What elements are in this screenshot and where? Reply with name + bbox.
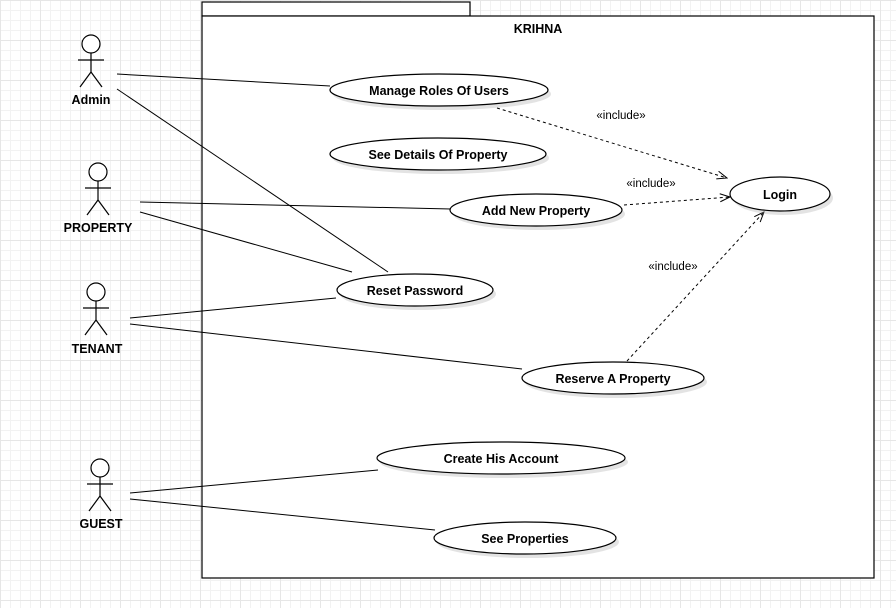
use-case-label: See Details Of Property: [369, 148, 508, 162]
actor-admin[interactable]: Admin: [72, 34, 111, 107]
include-label-reserve-property: «include»: [648, 261, 697, 273]
actor-tenant[interactable]: TENANT: [72, 282, 123, 356]
actor-guest[interactable]: GUEST: [79, 458, 123, 531]
use-case-label: Create His Account: [444, 452, 560, 466]
use-case-see-properties[interactable]: See Properties: [433, 521, 619, 558]
associations: [116, 73, 523, 531]
use-case-label: Manage Roles Of Users: [369, 84, 509, 98]
use-case-add-property[interactable]: Add New Property: [449, 193, 625, 230]
system-title: KRIHNA: [514, 22, 563, 36]
actor-label: Admin: [72, 93, 111, 107]
stick-figure-icon: [87, 458, 113, 512]
use-case-login[interactable]: Login: [729, 176, 833, 215]
assoc-tenant-reset-password[interactable]: [129, 297, 337, 319]
use-case-label: Reset Password: [367, 284, 464, 298]
use-case-see-details[interactable]: See Details Of Property: [329, 137, 549, 174]
use-case-create-account[interactable]: Create His Account: [376, 441, 628, 478]
actor-label: TENANT: [72, 342, 123, 356]
use-case-reserve-property[interactable]: Reserve A Property: [521, 361, 707, 398]
actor-label: GUEST: [79, 517, 122, 531]
stick-figure-icon: [85, 162, 111, 216]
include-relations: «include» «include» «include»: [496, 107, 764, 362]
assoc-guest-see-properties[interactable]: [129, 498, 436, 531]
use-case-label: Login: [763, 188, 797, 202]
stick-figure-icon: [83, 282, 109, 336]
assoc-property-reset-password[interactable]: [139, 211, 353, 273]
stick-figure-icon: [78, 34, 104, 88]
system-boundary-tab: [201, 1, 471, 17]
use-case-label: Reserve A Property: [555, 372, 670, 386]
assoc-guest-create-account[interactable]: [129, 469, 379, 494]
use-case-label: See Properties: [481, 532, 569, 546]
use-case-reset-password[interactable]: Reset Password: [336, 273, 496, 310]
assoc-tenant-reserve-property[interactable]: [129, 323, 523, 370]
assoc-property-add-property[interactable]: [139, 201, 452, 210]
include-manage-roles-login[interactable]: [496, 107, 727, 178]
actor-property[interactable]: PROPERTY: [64, 162, 133, 235]
use-case-manage-roles[interactable]: Manage Roles Of Users: [329, 73, 551, 110]
include-reserve-property-login[interactable]: [626, 212, 764, 362]
system-boundary[interactable]: KRIHNA: [201, 1, 875, 579]
include-label-add-property: «include»: [626, 178, 675, 190]
assoc-admin-reset-password[interactable]: [116, 88, 389, 273]
include-label-manage-roles: «include»: [596, 110, 645, 122]
actor-label: PROPERTY: [64, 221, 133, 235]
use-case-label: Add New Property: [482, 204, 590, 218]
assoc-admin-manage-roles[interactable]: [116, 73, 331, 87]
system-boundary-frame: [201, 15, 875, 579]
